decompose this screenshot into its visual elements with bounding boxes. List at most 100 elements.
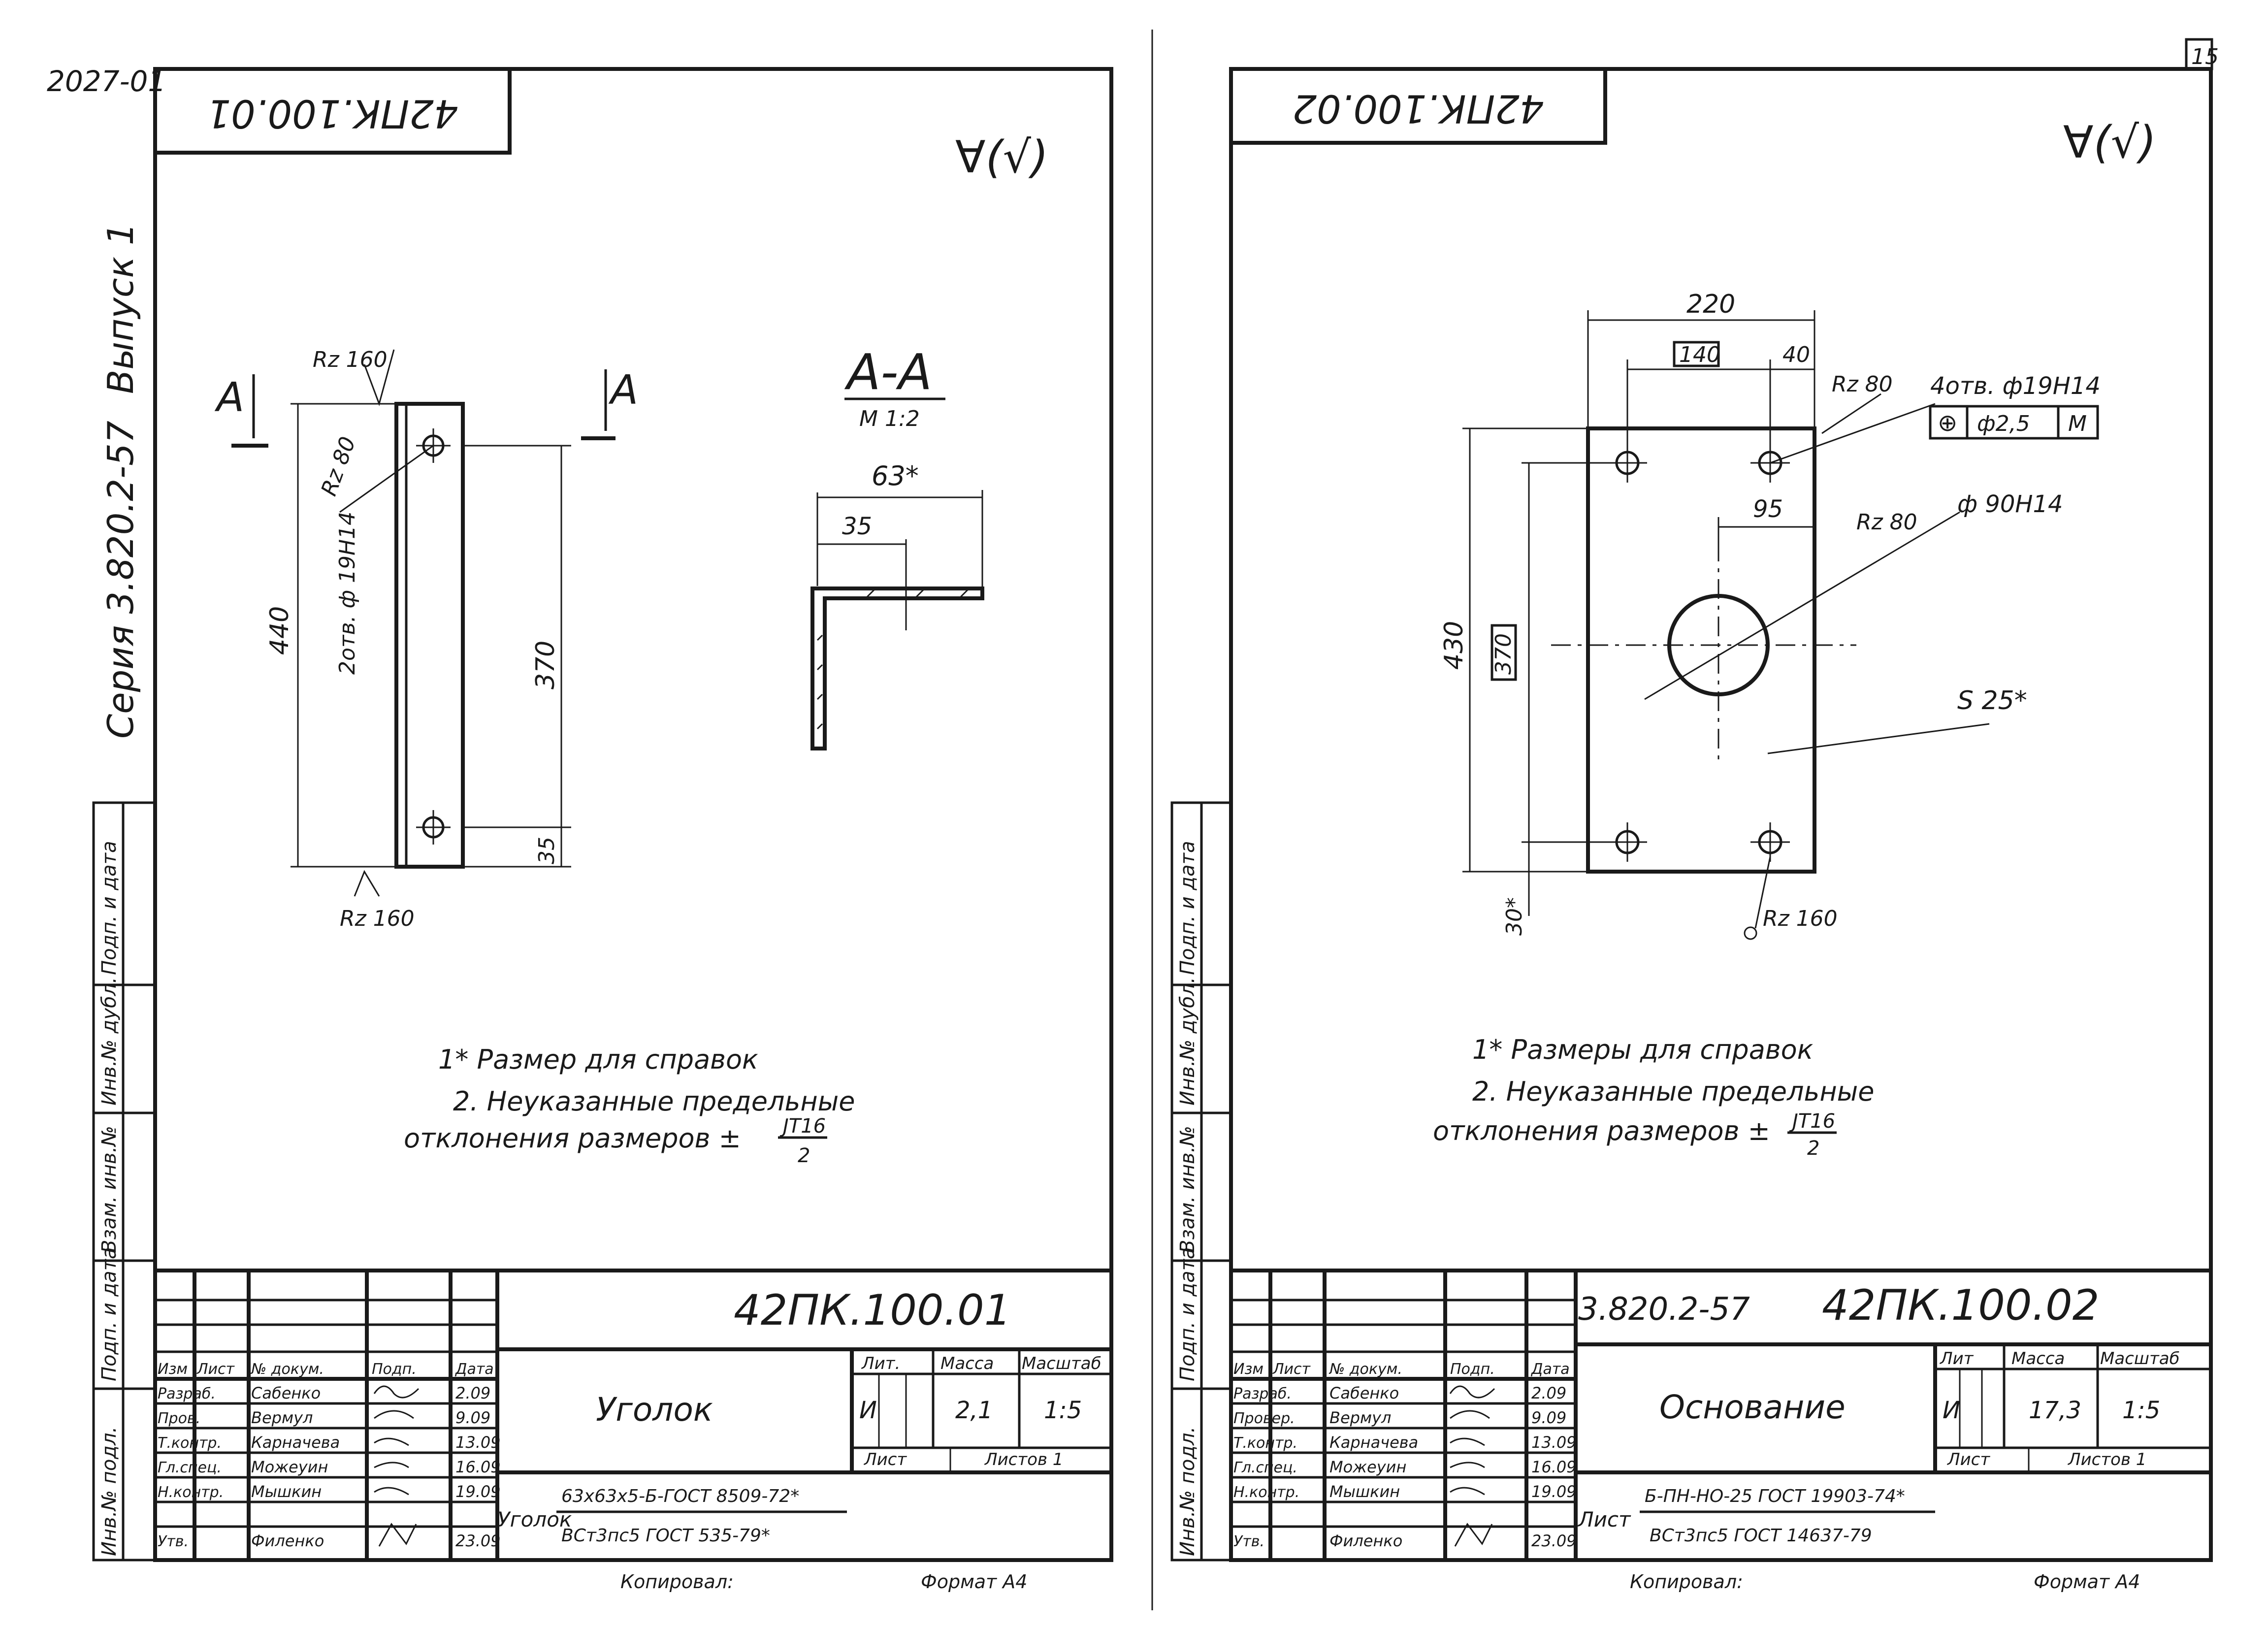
right-title-block (1229, 1269, 2213, 1562)
r-strip-label-5: Инв.№ подл. (1176, 1427, 1199, 1556)
left-section-mark-2: А (608, 367, 638, 414)
tolerance-modifier: М (2068, 411, 2087, 436)
right-code-stamp: 42ПК.100.02 (1293, 86, 1544, 130)
right-tb-name-5: Мышкин (1329, 1482, 1400, 1501)
right-tb-h-lit: Лит (1939, 1349, 1974, 1368)
left-tb-role-2: Пров. (158, 1410, 200, 1427)
left-tb-h-podp: Подп. (372, 1361, 417, 1378)
left-tb-date-5: 19.09 (455, 1482, 501, 1501)
issue-vertical: Выпуск 1 (100, 223, 141, 394)
left-tb-h-ndoc: № докум. (250, 1361, 324, 1378)
strip-label-1: Подп. и дата (98, 841, 121, 975)
right-tb-role-3: Т.контр. (1233, 1434, 1297, 1452)
right-tb-massa-value: 17,3 (2029, 1397, 2081, 1424)
right-tb-kopiroval: Копировал: (1630, 1571, 1743, 1593)
left-title-block (153, 1269, 1113, 1562)
right-note-2: 2. Неуказанные предельные (1472, 1076, 1875, 1107)
right-tb-name-6: Филенко (1329, 1531, 1402, 1550)
left-tb-designation: 42ПК.100.01 (734, 1286, 1011, 1335)
base-plate-view (1462, 310, 1990, 940)
left-note-2: 2. Неуказанные предельные (453, 1086, 855, 1117)
left-tb-role-6: Утв. (158, 1533, 189, 1550)
right-tol-den: 2 (1807, 1137, 1819, 1160)
left-rz-top: Rz 160 (313, 347, 388, 372)
right-tol-num: JT16 (1789, 1110, 1835, 1133)
left-tb-date-6: 23.09 (455, 1531, 501, 1550)
left-note-3: отклонения размеров ± (404, 1123, 741, 1154)
strip-label-4: Подп. и дата (98, 1247, 121, 1381)
right-tb-h-masshtab: Масштаб (2100, 1349, 2180, 1368)
left-tb-massa-value: 2,1 (955, 1397, 993, 1424)
right-dim-30: 30* (1502, 897, 1527, 936)
right-tb-date-1: 2.09 (1531, 1384, 1566, 1402)
right-dim-430: 430 (1439, 621, 1469, 670)
section-title: А-А (844, 343, 932, 401)
right-tb-material-prefix: Лист (1577, 1507, 1631, 1531)
right-tb-h-ndoc: № докум. (1328, 1361, 1402, 1378)
series-vertical: Серия 3.820.2-57 (100, 421, 141, 739)
page-number: 15 (2191, 44, 2219, 69)
right-big-hole: ф 90Н14 (1957, 490, 2063, 518)
r-strip-label-1: Подп. и дата (1176, 841, 1199, 975)
left-code-stamp-box (153, 67, 512, 155)
left-section-mark-1: А (214, 374, 244, 421)
left-tb-signatures (373, 1385, 420, 1547)
right-code-stamp-box (1229, 67, 1607, 145)
corner-code: 2027-01 (47, 65, 166, 98)
left-tb-name-5: Мышкин (251, 1482, 322, 1501)
left-tb-h-data: Дата (454, 1361, 494, 1378)
strip-label-5: Инв.№ подл. (98, 1427, 121, 1556)
left-tb-h-listov: Листов 1 (984, 1450, 1063, 1469)
right-tb-masshtab-value: 1:5 (2122, 1397, 2160, 1424)
right-tb-name-2: Вермул (1329, 1408, 1391, 1427)
left-tb-role-5: Н.контр. (158, 1484, 224, 1501)
left-tb-kopiroval: Копировал: (620, 1571, 734, 1593)
dim-140-box (1673, 341, 1720, 367)
left-dim-35: 35 (534, 837, 559, 864)
left-tb-h-lit: Лит. (861, 1354, 900, 1373)
left-tb-role-4: Гл.спец. (158, 1459, 222, 1476)
right-tb-h-list: Лист (1272, 1361, 1311, 1378)
right-tb-date-5: 19.09 (1531, 1482, 1577, 1501)
section-scale: М 1:2 (859, 406, 920, 431)
right-roughness-general: ∀(√) (2063, 117, 2156, 168)
right-tb-h-listov: Листов 1 (2067, 1450, 2146, 1469)
right-tb-date-2: 9.09 (1531, 1408, 1566, 1427)
tolerance-frame (1929, 405, 2099, 440)
left-tb-role-1: Разраб. (158, 1385, 216, 1402)
left-holes-callout: 2отв. ф 19Н14 (335, 512, 360, 675)
right-tb-date-3: 13.09 (1531, 1433, 1577, 1452)
right-rz-big: Rz 80 (1856, 510, 1917, 535)
left-tb-name-2: Вермул (251, 1408, 313, 1427)
right-tb-name-3: Карначева (1329, 1433, 1418, 1452)
right-tb-h-podp: Подп. (1450, 1361, 1495, 1378)
right-tb-name-4: Можеуин (1329, 1458, 1406, 1476)
section-dim-35: 35 (842, 513, 872, 540)
right-tb-format: Формат А4 (2034, 1571, 2140, 1593)
right-tb-role-1: Разраб. (1233, 1385, 1292, 1402)
left-tb-name-1: Сабенко (251, 1384, 321, 1402)
right-dim-40: 40 (1782, 342, 1810, 367)
right-tb-role-4: Гл.спец. (1233, 1459, 1297, 1476)
left-tb-material-top: 63х63х5-Б-ГОСТ 8509-72* (561, 1486, 799, 1506)
tolerance-value: ф2,5 (1977, 411, 2030, 436)
left-tb-name-6: Филенко (251, 1531, 324, 1550)
left-tb-name-4: Можеуин (251, 1458, 328, 1476)
left-tb-h-massa: Масса (940, 1354, 994, 1373)
right-tb-material-bottom: ВСт3пс5 ГОСТ 14637-79 (1650, 1526, 1872, 1546)
left-tb-date-4: 16.09 (455, 1458, 501, 1476)
left-tol-den: 2 (798, 1144, 810, 1167)
right-rz-bottom: Rz 160 (1763, 906, 1838, 931)
right-dim-370: 370 (1491, 633, 1516, 675)
right-dim-140: 140 (1679, 342, 1720, 367)
right-tb-h-list2: Лист (1946, 1450, 1990, 1469)
left-dim-440: 440 (265, 606, 294, 655)
left-tb-h-izm: Изм (158, 1361, 188, 1378)
left-tb-h-list2: Лист (863, 1450, 907, 1469)
right-tb-date-4: 16.09 (1531, 1458, 1577, 1476)
left-tb-date-2: 9.09 (455, 1408, 490, 1427)
right-tb-name: Основание (1659, 1388, 1846, 1426)
angle-front-view (231, 349, 616, 897)
right-dim-220: 220 (1686, 290, 1735, 319)
